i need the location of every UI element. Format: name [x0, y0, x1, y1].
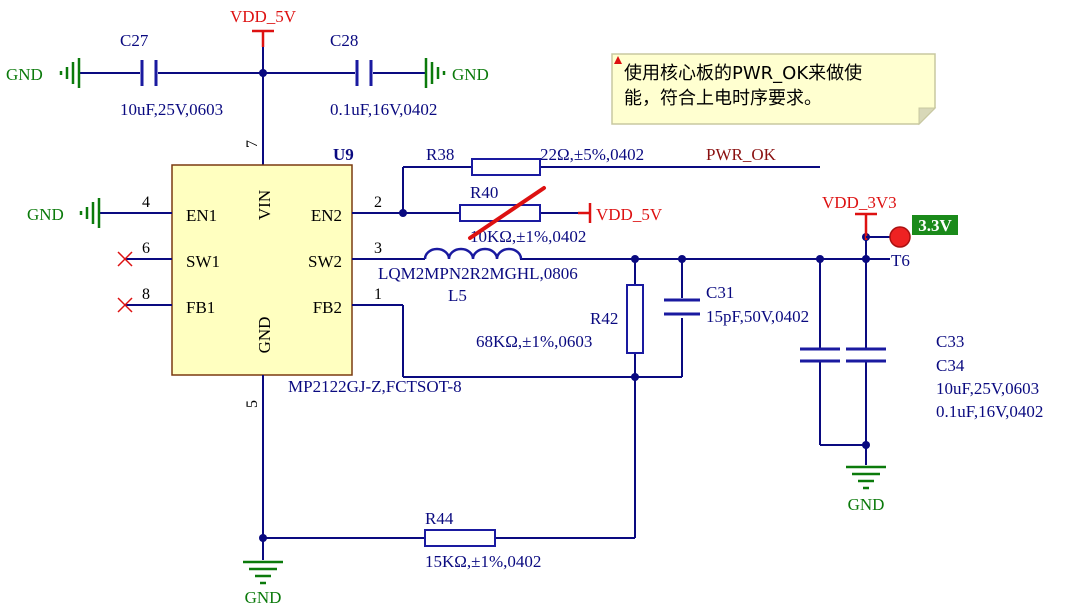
- c27-ref: C27: [120, 31, 149, 50]
- r38-body: [471, 158, 541, 176]
- note-line1: 使用核心板的PWR_OK来做使: [624, 63, 862, 84]
- vdd5v-top-label: VDD_5V: [230, 7, 297, 26]
- vdd5v-top-symbol: [252, 29, 274, 47]
- r38-ref: R38: [426, 145, 454, 164]
- c31-ref: C31: [706, 283, 734, 302]
- l5-value: LQM2MPN2R2MGHL,0806: [378, 264, 578, 283]
- note-marker-icon: [614, 56, 622, 64]
- r40-strike-mark: [468, 186, 546, 240]
- c34-ref: C34: [936, 356, 965, 375]
- pin-name-en1: EN1: [186, 206, 217, 225]
- c31-value: 15pF,50V,0402: [706, 307, 809, 326]
- gnd-right-label: GND: [452, 65, 489, 84]
- r40-ref: R40: [470, 183, 498, 202]
- c31-symbol: [664, 298, 700, 316]
- u9-ref: U9: [333, 145, 354, 164]
- c27-value: 10uF,25V,0603: [120, 100, 223, 119]
- pin-name-sw1: SW1: [186, 252, 220, 271]
- c33-symbol: [800, 347, 840, 363]
- vdd5v-r40-symbol: [578, 203, 592, 223]
- pin-num-en2: 2: [374, 194, 382, 211]
- r40-body: [459, 204, 541, 222]
- vdd3v3-symbol: [855, 212, 877, 240]
- pin-name-gnd: GND: [255, 317, 274, 354]
- c28-value: 0.1uF,16V,0402: [330, 100, 437, 119]
- pin-name-vin: VIN: [255, 190, 274, 220]
- t6-probe-icon: [889, 226, 911, 248]
- gnd-en1-label: GND: [27, 205, 64, 224]
- r42-value: 68KΩ,±1%,0603: [476, 332, 592, 351]
- t6-label: 3.3V: [918, 216, 952, 235]
- gnd-right-symbol: [424, 58, 446, 88]
- c33-ref: C33: [936, 332, 964, 351]
- gnd-en1-symbol: [79, 198, 101, 228]
- junction-dot: [259, 69, 267, 77]
- vdd5v-r40-label: VDD_5V: [596, 205, 663, 224]
- no-connect-sw1-icon: [117, 251, 133, 267]
- c28-symbol: [355, 60, 373, 86]
- pin-num-gnd: 5: [244, 400, 261, 408]
- no-connect-fb1-icon: [117, 297, 133, 313]
- gnd-c34-symbol: [846, 465, 886, 490]
- gnd-left-symbol: [59, 58, 81, 88]
- c33-value: 10uF,25V,0603: [936, 379, 1039, 398]
- l5-ref: L5: [448, 286, 467, 305]
- u9-body: [171, 164, 353, 376]
- r42-ref: R42: [590, 309, 618, 328]
- r44-body: [424, 529, 496, 547]
- t6-label-box: [912, 215, 958, 235]
- r40-value: 10KΩ,±1%,0402: [470, 227, 586, 246]
- gnd-left-label: GND: [6, 65, 43, 84]
- pin-num-fb1: 8: [142, 286, 150, 303]
- l5-coil: [423, 247, 523, 260]
- pin-num-sw1: 6: [142, 240, 150, 257]
- r38-value: 22Ω,±5%,0402: [540, 145, 644, 164]
- c34-symbol: [846, 347, 886, 363]
- pin-num-vin: 7: [244, 140, 261, 148]
- note-line2: 能，符合上电时序要求。: [624, 88, 822, 109]
- pin-num-sw2: 3: [374, 240, 382, 257]
- c34-value: 0.1uF,16V,0402: [936, 402, 1043, 421]
- pwr-ok-net-label: PWR_OK: [706, 145, 777, 164]
- gnd-c34-label: GND: [848, 495, 885, 514]
- r44-value: 15KΩ,±1%,0402: [425, 552, 541, 571]
- r42-body: [626, 284, 644, 354]
- r44-ref: R44: [425, 509, 454, 528]
- gnd-bottom-symbol: [243, 560, 283, 585]
- note-box: 使用核心板的PWR_OK来做使 能，符合上电时序要求。: [611, 53, 937, 126]
- top-supply-group: [80, 45, 425, 165]
- pin-name-fb2: FB2: [313, 298, 342, 317]
- pin-name-sw2: SW2: [308, 252, 342, 271]
- gnd-bottom-label: GND: [245, 588, 282, 607]
- pin-name-en2: EN2: [311, 206, 342, 225]
- pin-num-en1: 4: [142, 194, 150, 211]
- c28-ref: C28: [330, 31, 358, 50]
- c27-symbol: [140, 60, 158, 86]
- t6-ref: T6: [891, 251, 910, 270]
- pin-num-fb2: 1: [374, 286, 382, 303]
- vdd3v3-label: VDD_3V3: [822, 193, 897, 212]
- pin-name-fb1: FB1: [186, 298, 215, 317]
- u9-part: MP2122GJ-Z,FCTSOT-8: [288, 377, 462, 396]
